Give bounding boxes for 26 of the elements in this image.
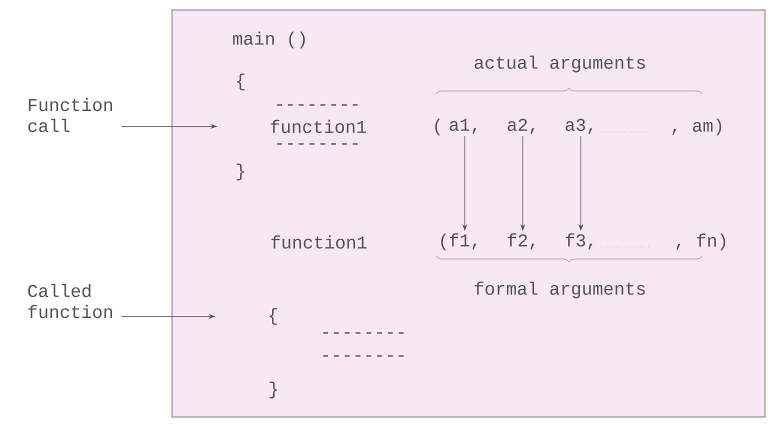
code-text: a1, bbox=[450, 118, 476, 134]
callout-text: Called function bbox=[28, 284, 112, 318]
brace-label: actual arguments bbox=[474, 56, 645, 72]
brace-symbol: { bbox=[237, 74, 245, 90]
code-panel bbox=[171, 9, 766, 418]
code-text: f2, bbox=[508, 233, 534, 250]
code-text: a3, bbox=[566, 118, 592, 134]
code-text: , fn) bbox=[676, 234, 726, 250]
brace-symbol: } bbox=[270, 382, 277, 398]
placeholder-dashes: -------- bbox=[277, 143, 358, 145]
placeholder-dashes: -------- bbox=[277, 104, 358, 106]
brace-label: formal arguments bbox=[474, 282, 645, 298]
code-text: , am) bbox=[672, 118, 722, 136]
code-text: f1, bbox=[450, 233, 476, 250]
code-text: function1 bbox=[271, 235, 367, 249]
callout-text: Function call bbox=[28, 98, 112, 132]
code-text: main () bbox=[233, 32, 305, 48]
code-text: a2, bbox=[508, 118, 534, 134]
code-text: ( bbox=[435, 118, 440, 136]
code-text: function1 bbox=[270, 120, 366, 133]
code-text: ( bbox=[441, 234, 446, 250]
code-text: f3, bbox=[566, 233, 592, 250]
brace-symbol: } bbox=[236, 164, 244, 180]
placeholder-dashes: -------- bbox=[323, 332, 404, 334]
code-text: { bbox=[270, 308, 277, 325]
placeholder-dashes: -------- bbox=[323, 355, 404, 357]
